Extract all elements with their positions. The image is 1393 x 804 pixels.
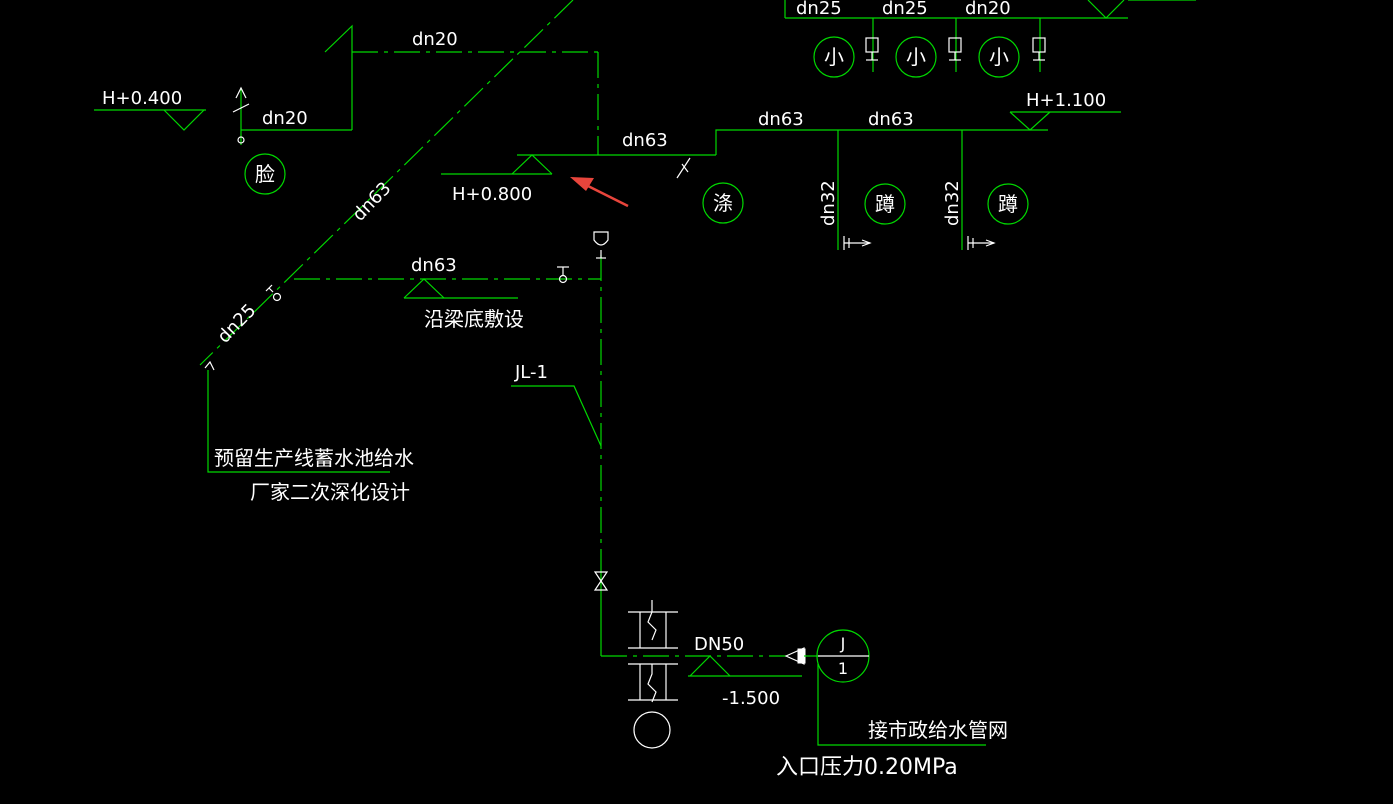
elev-h1100-triangle (1009, 111, 1051, 131)
fixture-squat-a-circle[interactable] (864, 183, 906, 225)
basin-valve-icon (232, 86, 250, 144)
fixture-urinal-b-circle[interactable] (895, 36, 937, 78)
beam-note-label: 沿梁底敷设 (424, 307, 524, 331)
fixture-urinal-a-label: 小 (824, 45, 844, 69)
municipal-note-label: 接市政给水管网 (868, 718, 1008, 742)
main-pipe-break-icon (676, 157, 691, 179)
diag-pipe-end-icon (204, 360, 215, 371)
inlet-tag-bottom-label: 1 (838, 659, 848, 678)
fixture-urinal-b-label: 小 (906, 45, 926, 69)
flush-valve-a-icon (843, 236, 872, 250)
reserve-branch-pipe[interactable] (207, 370, 390, 473)
branch-dn32-a-label: dn32 (818, 180, 839, 226)
fixture-mop-sink-label: 涤 (713, 191, 733, 215)
right-dn63-b-label: dn63 (868, 109, 914, 130)
fixture-squat-b-label: 蹲 (998, 192, 1018, 216)
top-elev-triangle (1087, 0, 1125, 19)
flush-valve-b-icon (967, 236, 996, 250)
reserve-note-line2: 厂家二次深化设计 (250, 480, 410, 504)
fixture-squat-b-circle[interactable] (987, 183, 1029, 225)
diagonal-supply-pipe[interactable] (199, 0, 574, 366)
reserve-note-line1: 预留生产线蓄水池给水 (214, 446, 414, 470)
elev-h0400-triangle (163, 109, 205, 131)
diag-valve-icon (265, 284, 282, 302)
fixture-urinal-c-label: 小 (989, 45, 1009, 69)
wall-penetration-sleeve-icon (628, 600, 678, 703)
inlet-reducer-icon (784, 647, 806, 665)
elev-h0800-label: H+0.800 (452, 184, 532, 205)
branch-dn32-b-label: dn32 (942, 180, 963, 226)
elev-m1500-label: -1.500 (722, 688, 780, 709)
water-meter-circle-icon (633, 711, 671, 749)
main-dn63-label: dn63 (622, 130, 668, 151)
fixture-squat-a-label: 蹲 (875, 192, 895, 216)
upper-dn20-label: dn20 (412, 29, 458, 50)
fixture-mop-sink-circle[interactable] (702, 182, 744, 224)
beam-valve-icon (557, 266, 569, 284)
gate-valve-icon (593, 571, 609, 591)
fixture-basin-circle[interactable] (244, 153, 286, 195)
diag-dn63-label: dn63 (348, 178, 395, 225)
fixture-urinal-c-circle[interactable] (978, 36, 1020, 78)
urinal-valve-b-icon (948, 37, 962, 61)
upper-dn20-riser (324, 24, 353, 130)
diag-dn25-label: dn25 (213, 300, 260, 347)
elev-h1100-label: H+1.100 (1026, 90, 1106, 111)
riser-jl1-label: JL-1 (514, 362, 548, 383)
beam-elev-triangle (403, 278, 445, 299)
top-dn25-b-label: dn25 (882, 0, 928, 19)
lower-dn20-label: dn20 (262, 108, 308, 129)
elev-m1500-triangle (689, 655, 731, 677)
urinal-valve-a-icon (865, 37, 879, 61)
right-dn63-pipe[interactable] (715, 129, 1048, 155)
red-pointer-arrow-icon (570, 177, 629, 208)
municipal-leader-line (817, 664, 986, 746)
elev-h0800-triangle (511, 154, 553, 175)
fixture-urinal-a-circle[interactable] (813, 36, 855, 78)
pressure-note-label: 入口压力0.20MPa (776, 755, 958, 780)
riser-top-cap-icon (593, 231, 609, 259)
right-dn63-a-label: dn63 (758, 109, 804, 130)
beam-dn63-label: dn63 (411, 255, 457, 276)
inlet-dn50-label: DN50 (694, 634, 744, 655)
urinal-valve-c-icon (1032, 37, 1046, 61)
top-fixture-row: dn25 dn25 dn20 小 小 小 (784, 0, 1196, 78)
top-dn20-label: dn20 (965, 0, 1011, 19)
elev-h0400-label: H+0.400 (102, 88, 182, 109)
top-dn25-a-label: dn25 (796, 0, 842, 19)
inlet-tag-top-label: J (840, 634, 846, 653)
fixture-basin-label: 脸 (255, 162, 275, 186)
jl1-leader-line (511, 385, 602, 447)
